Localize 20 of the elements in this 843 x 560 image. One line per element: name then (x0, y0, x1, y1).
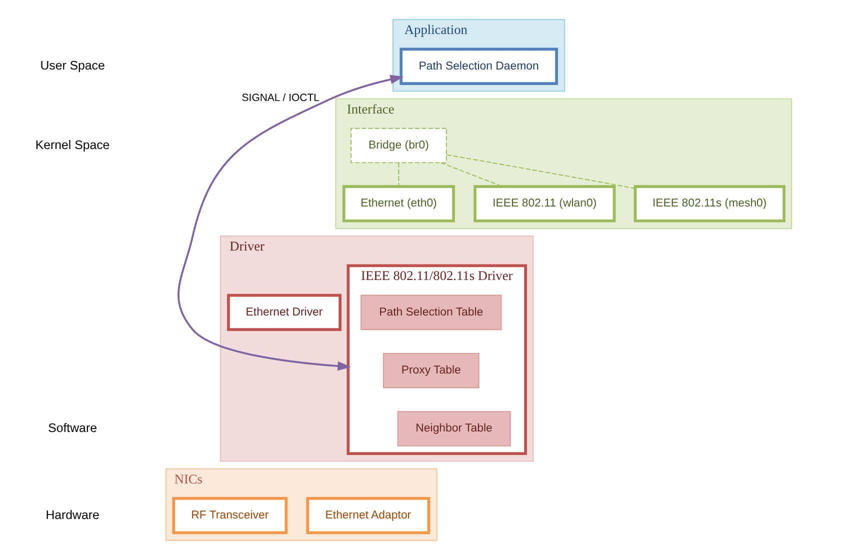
node-box: Ethernet Driver (227, 294, 342, 332)
node-box: Ethernet (eth0) (342, 185, 455, 222)
connector (446, 154, 636, 189)
node-box: Ethernet Adaptor (306, 496, 430, 534)
node-box: Proxy Table (382, 352, 480, 388)
label: Software (48, 421, 97, 436)
connector (440, 162, 503, 187)
node-box: Bridge (br0) (350, 128, 447, 164)
label: Kernel Space (35, 138, 110, 152)
edge-label: SIGNAL / IOCTL (242, 92, 320, 104)
node-box: RF Transceiver (172, 496, 288, 534)
node-box: Path Selection Daemon (400, 48, 558, 85)
node-box: Path Selection Table (360, 294, 502, 330)
node-box: IEEE 802.11s (mesh0) (634, 185, 786, 222)
node-box: IEEE 802.11 (wlan0) (474, 185, 616, 222)
label: Hardware (46, 508, 100, 522)
connector (398, 162, 400, 187)
node-box: Neighbor Table (397, 411, 511, 446)
arrow (178, 74, 404, 371)
label: User Space (40, 58, 105, 73)
